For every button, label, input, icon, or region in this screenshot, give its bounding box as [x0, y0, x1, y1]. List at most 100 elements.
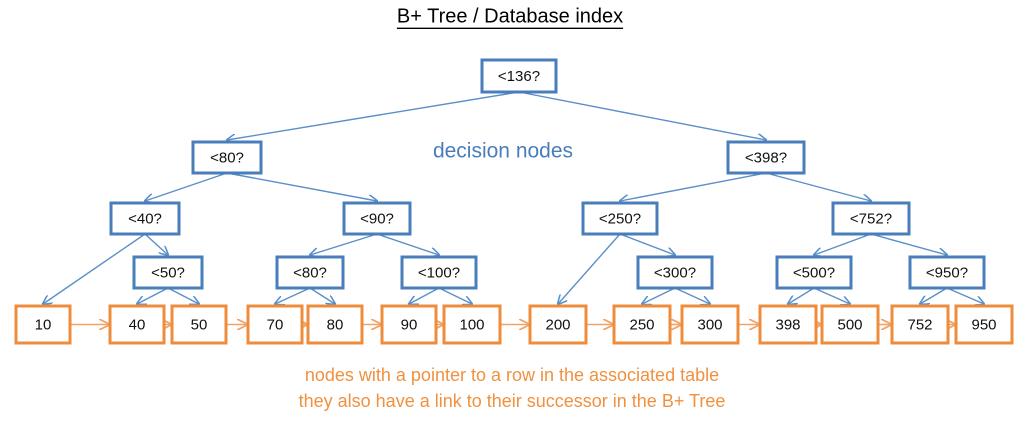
leaf-node-box-l70[interactable]: [246, 304, 304, 345]
page-title: B+ Tree / Database index: [396, 5, 624, 29]
leaf-node-label-l300: 300: [697, 316, 722, 333]
leaf-node-box-l10[interactable]: [14, 304, 72, 345]
decision-node-label-n100: <100?: [418, 264, 460, 281]
tree-edge-n50-to-l40: [137, 287, 169, 304]
tree-edge-n90-to-n100: [376, 233, 439, 255]
decision-node-n90[interactable]: <90?: [342, 201, 412, 236]
leaf-node-l200[interactable]: 200: [528, 304, 588, 345]
leaf-node-l40[interactable]: 40: [108, 304, 166, 345]
decision-node-n398[interactable]: <398?: [726, 140, 806, 175]
tree-edge-n500-to-l398: [788, 287, 815, 304]
tree-nodes: <136? <80? <398? <40? <90? <250? <752? <50? <80?…: [14, 58, 1014, 345]
decision-node-box-n500[interactable]: [775, 255, 853, 290]
decision-node-box-n100[interactable]: [400, 255, 478, 290]
decision-node-label-n50: <50?: [151, 264, 185, 281]
leaf-node-l80[interactable]: 80: [306, 304, 364, 345]
leaf-node-label-l40: 40: [129, 316, 146, 333]
decision-node-box-n80b[interactable]: [275, 255, 345, 290]
decision-node-n250[interactable]: <250?: [581, 201, 659, 236]
tree-edge-n136-to-n80a: [227, 91, 520, 140]
leaf-node-l752[interactable]: 752: [890, 304, 950, 345]
decision-node-box-n50[interactable]: [132, 255, 204, 290]
tree-edge-n50-to-l50: [167, 287, 199, 304]
leaf-node-l398[interactable]: 398: [758, 304, 818, 345]
tree-edge-n300-to-l250: [642, 287, 676, 304]
leaf-node-box-l752[interactable]: [890, 304, 950, 345]
tree-edge-n398-to-n752d: [765, 172, 871, 201]
leaf-node-box-l250[interactable]: [612, 304, 672, 345]
leaf-node-box-l300[interactable]: [680, 304, 740, 345]
leaf-node-l950[interactable]: 950: [954, 304, 1014, 345]
leaf-node-l250[interactable]: 250: [612, 304, 672, 345]
decision-node-n100[interactable]: <100?: [400, 255, 478, 290]
leaf-caption-line-2: they also have a link to their successor…: [299, 391, 726, 411]
leaf-node-l70[interactable]: 70: [246, 304, 304, 345]
leaf-node-box-l950[interactable]: [954, 304, 1014, 345]
leaf-node-label-l752: 752: [907, 316, 932, 333]
leaf-node-label-l80: 80: [327, 316, 344, 333]
decision-node-label-n300: <300?: [654, 264, 696, 281]
leaf-node-label-l90: 90: [401, 316, 418, 333]
decision-node-box-n90[interactable]: [342, 201, 412, 236]
decision-node-box-n950[interactable]: [908, 255, 986, 290]
leaf-node-box-l50[interactable]: [170, 304, 228, 345]
leaf-node-box-l80[interactable]: [306, 304, 364, 345]
decision-node-box-n398[interactable]: [726, 140, 806, 175]
leaf-node-l300[interactable]: 300: [680, 304, 740, 345]
leaf-node-label-l100: 100: [459, 316, 484, 333]
decision-node-n300[interactable]: <300?: [636, 255, 714, 290]
tree-edge-n80a-to-n90: [226, 172, 377, 201]
leaf-node-label-l10: 10: [35, 316, 52, 333]
page-title-text: B+ Tree / Database index: [397, 5, 623, 27]
tree-edge-n250-to-n300: [619, 233, 675, 255]
leaf-node-box-l200[interactable]: [528, 304, 588, 345]
tree-edge-n950-to-l752: [920, 287, 948, 304]
decision-node-n80a[interactable]: <80?: [191, 140, 263, 175]
leaf-node-box-l90[interactable]: [380, 304, 438, 345]
leaf-node-box-l100[interactable]: [442, 304, 502, 345]
tree-edge-n752d-to-n500: [814, 233, 872, 255]
tree-edge-n40-to-l10: [43, 233, 146, 304]
leaf-node-l50[interactable]: 50: [170, 304, 228, 345]
decision-node-label-n752d: <752?: [850, 210, 892, 227]
decision-node-label-n90: <90?: [360, 210, 394, 227]
leaf-caption-line-1: nodes with a pointer to a row in the ass…: [305, 365, 719, 385]
leaf-node-label-l950: 950: [971, 316, 996, 333]
decision-node-n950[interactable]: <950?: [908, 255, 986, 290]
leaf-node-label-l250: 250: [629, 316, 654, 333]
decision-node-label-n950: <950?: [926, 264, 968, 281]
tree-edge-n398-to-n250: [620, 172, 767, 201]
decision-node-box-n80a[interactable]: [191, 140, 263, 175]
tree-edges: [43, 91, 984, 304]
decision-node-box-n136[interactable]: [480, 58, 558, 94]
leaf-node-l10[interactable]: 10: [14, 304, 72, 345]
leaf-node-label-l50: 50: [191, 316, 208, 333]
decision-node-n752d[interactable]: <752?: [831, 201, 911, 236]
leaf-node-box-l40[interactable]: [108, 304, 166, 345]
decision-node-n80b[interactable]: <80?: [275, 255, 345, 290]
decision-node-box-n752d[interactable]: [831, 201, 911, 236]
decision-node-label-n136: <136?: [498, 68, 540, 85]
decision-node-label-n80a: <80?: [210, 149, 244, 166]
leaf-node-l90[interactable]: 90: [380, 304, 438, 345]
decision-node-n500[interactable]: <500?: [775, 255, 853, 290]
tree-edge-n100-to-l100: [438, 287, 472, 304]
tree-edge-n80b-to-l80: [309, 287, 335, 304]
decision-node-n40[interactable]: <40?: [109, 201, 181, 236]
decision-node-label-n398: <398?: [745, 149, 787, 166]
decision-node-box-n40[interactable]: [109, 201, 181, 236]
leaf-node-box-l398[interactable]: [758, 304, 818, 345]
leaf-node-l100[interactable]: 100: [442, 304, 502, 345]
tree-edge-n90-to-n80b: [310, 233, 378, 255]
leaf-node-box-l500[interactable]: [820, 304, 880, 345]
tree-edge-n80b-to-l70: [275, 287, 311, 304]
tree-edge-n752d-to-n950: [870, 233, 947, 255]
decision-node-n136[interactable]: <136?: [480, 58, 558, 94]
leaf-node-l500[interactable]: 500: [820, 304, 880, 345]
decision-node-box-n300[interactable]: [636, 255, 714, 290]
tree-edge-n950-to-l950: [946, 287, 984, 304]
decision-node-n50[interactable]: <50?: [132, 255, 204, 290]
decision-node-box-n250[interactable]: [581, 201, 659, 236]
